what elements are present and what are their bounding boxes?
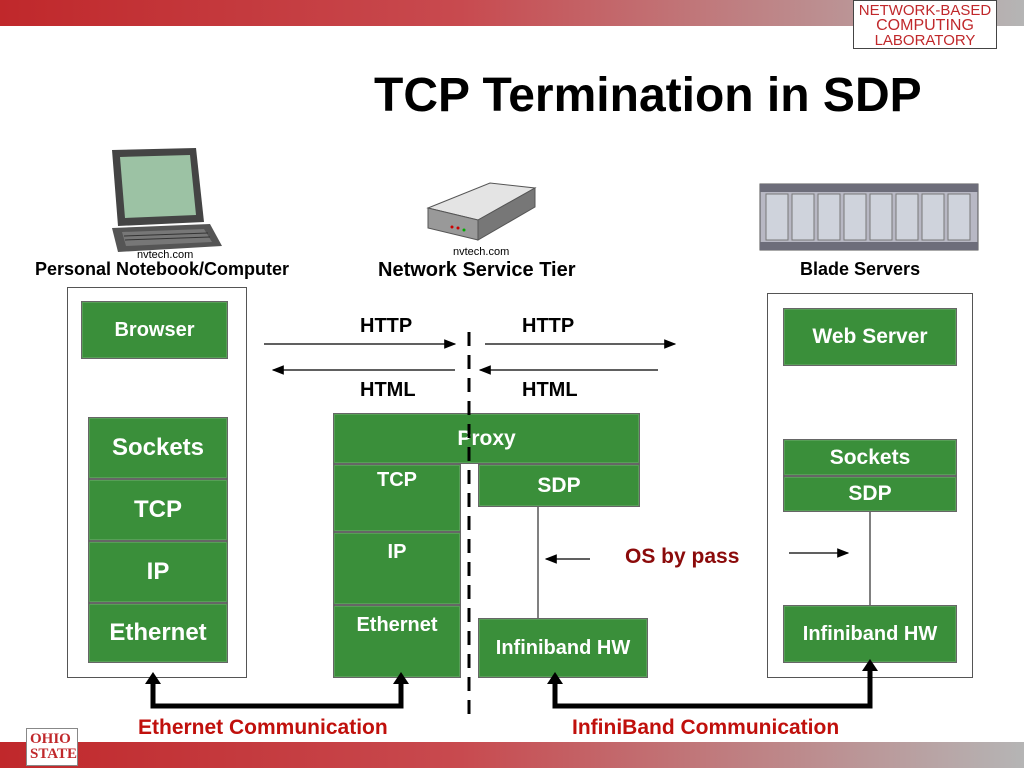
proxy-sdp-layer: SDP [478, 464, 640, 507]
infiniband-link [552, 667, 873, 709]
router-credit: nvtech.com [453, 246, 510, 258]
notebook-caption: Personal Notebook/Computer [35, 259, 290, 279]
network-tier-caption: Network Service Tier [378, 259, 576, 281]
os-bypass-label: OS by pass [625, 545, 740, 568]
proxy-infiniband-hw: Infiniband HW [478, 618, 648, 678]
client-tcp-layer: TCP [88, 479, 228, 541]
server-sdp-layer: SDP [783, 476, 957, 512]
blade-servers-icon [759, 183, 979, 251]
http-label-right: HTTP [522, 315, 575, 337]
proxy-box: Proxy [333, 413, 640, 464]
bottom-banner [0, 742, 1024, 768]
ethernet-link [150, 680, 404, 709]
proxy-ethernet-layer: Ethernet [333, 605, 461, 678]
notebook-credit: nvtech.com [137, 249, 194, 261]
infiniband-communication-label: InfiniBand Communication [572, 716, 840, 739]
blade-servers-caption: Blade Servers [800, 259, 921, 279]
proxy-tcp-layer: TCP [333, 464, 461, 532]
client-ip-layer: IP [88, 541, 228, 603]
server-sockets-layer: Sockets [783, 439, 957, 476]
server-infiniband-hw: Infiniband HW [783, 605, 957, 663]
nbcl-logo: NETWORK-BASED COMPUTING LABORATORY [853, 0, 997, 49]
laptop-icon [112, 148, 222, 252]
browser-box: Browser [81, 301, 228, 359]
slide-title: TCP Termination in SDP [374, 69, 922, 122]
http-label-left: HTTP [360, 315, 413, 337]
html-label-right: HTML [522, 379, 578, 401]
router-icon [426, 182, 537, 241]
ohio-state-logo: OHIO STATE [26, 728, 78, 766]
html-label-left: HTML [360, 379, 416, 401]
client-sockets-layer: Sockets [88, 417, 228, 479]
proxy-ip-layer: IP [333, 532, 461, 605]
web-server-box: Web Server [783, 308, 957, 366]
client-ethernet-layer: Ethernet [88, 603, 228, 663]
ethernet-communication-label: Ethernet Communication [138, 716, 388, 739]
